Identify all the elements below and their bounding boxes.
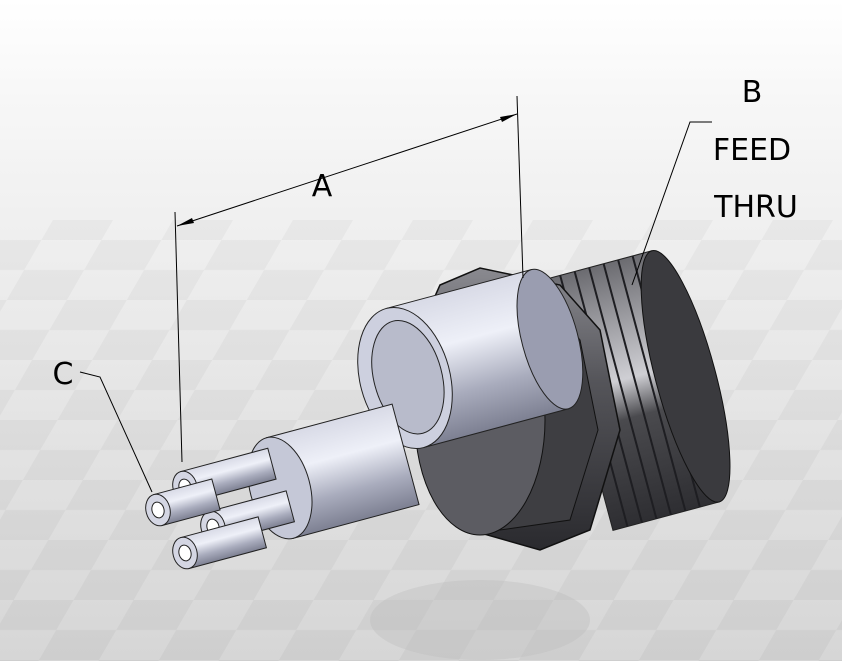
dimension-a xyxy=(174,95,524,463)
dim-a-label: A xyxy=(312,169,333,204)
thru-label: THRU xyxy=(713,190,798,225)
leader-c xyxy=(79,371,153,493)
tube xyxy=(172,516,268,570)
reflection xyxy=(370,580,590,660)
dim-b-label: B xyxy=(742,75,763,110)
tube xyxy=(145,478,221,527)
leader-b xyxy=(631,121,712,286)
feed-label: FEED xyxy=(713,133,791,168)
dim-c-label: C xyxy=(53,357,74,392)
